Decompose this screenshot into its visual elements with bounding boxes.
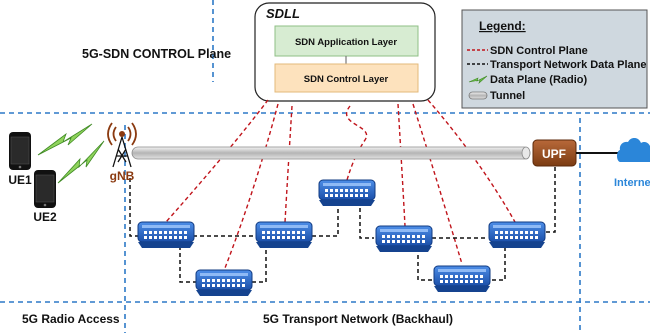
control-link-sw3 (284, 105, 293, 223)
upf-label: UPF (542, 147, 566, 161)
sw2-sw3-link (252, 246, 267, 283)
transport-switch-7[interactable] (488, 221, 546, 249)
legend-item-tunnel: Tunnel (490, 90, 525, 102)
lightning-icon (37, 123, 93, 156)
transport-switch-6[interactable] (433, 265, 491, 293)
control-plane-label: 5G-SDN CONTROL Plane (82, 47, 231, 61)
sw1-sw2-link (179, 246, 196, 283)
sdll-title: SDLL (266, 6, 300, 21)
control-link-sw6 (412, 103, 463, 265)
upf-node[interactable]: UPF (532, 139, 577, 167)
sdll-box[interactable]: SDLL SDN Application Layer SDN Control L… (254, 2, 436, 102)
transport-switch-3[interactable] (255, 221, 313, 249)
gnb-sw1-link (129, 178, 140, 237)
control-link-sw2 (224, 103, 279, 269)
legend-title: Legend: (479, 19, 526, 33)
radio-access-label: 5G Radio Access (22, 312, 120, 326)
lightning-icon (468, 75, 488, 84)
ue2-label: UE2 (33, 210, 57, 224)
control-link-sw5 (397, 103, 406, 227)
legend-item-control-plane: SDN Control Plane (490, 45, 588, 57)
tunnel-pipe (131, 146, 531, 160)
radio-link-ue1 (37, 123, 93, 156)
ue1-label: UE1 (8, 173, 32, 187)
control-link-sw4 (346, 105, 368, 181)
transport-data-links (129, 166, 556, 283)
cloud-icon[interactable] (617, 137, 650, 162)
ue1-phone-icon[interactable] (9, 132, 31, 170)
gnb-label: gNB (110, 169, 135, 183)
legend-box (461, 9, 648, 109)
radio-link-ue2 (57, 140, 105, 184)
gnb-tower-icon[interactable] (107, 122, 137, 168)
sw5-sw6-link (417, 248, 434, 281)
sw7-upf-link (546, 166, 556, 233)
internet-label: Internet (614, 177, 650, 189)
transport-switch-2[interactable] (195, 269, 253, 297)
sdn-control-layer-label: SDN Control Layer (304, 74, 389, 85)
transport-switch-1[interactable] (137, 221, 195, 249)
control-link-sw1 (165, 99, 269, 223)
transport-switch-5[interactable] (375, 225, 433, 253)
sw6-sw7-link (492, 248, 506, 281)
tunnel-symbol (468, 91, 488, 100)
sdn-control-layer[interactable] (274, 63, 419, 93)
sw4-sw5-link (359, 208, 374, 239)
transport-network-label: 5G Transport Network (Backhaul) (263, 312, 453, 326)
ue2-phone-icon[interactable] (34, 170, 56, 208)
control-link-sw7 (427, 99, 516, 223)
sdn-application-layer-label: SDN Application Layer (295, 37, 397, 48)
legend-item-radio: Data Plane (Radio) (490, 74, 588, 86)
legend: Legend: SDN Control Plane Transport Netw… (461, 9, 648, 109)
lightning-icon (57, 140, 105, 184)
sw3-sw4-link (312, 208, 339, 237)
legend-item-transport: Transport Network Data Plane (490, 59, 647, 71)
transport-switch-4[interactable] (318, 179, 376, 207)
